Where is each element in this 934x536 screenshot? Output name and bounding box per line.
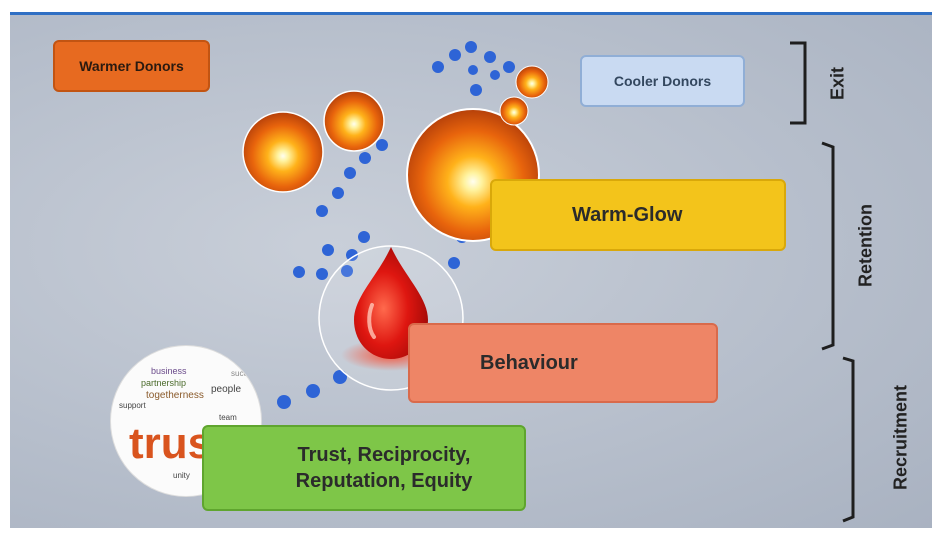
word-cloud-icon: business partnership togetherness suppor… bbox=[110, 345, 262, 497]
behaviour-box: Behaviour bbox=[408, 323, 718, 403]
cooler-donors-box: Cooler Donors bbox=[580, 55, 745, 107]
trust-line-1: Trust, Reciprocity, bbox=[297, 444, 471, 466]
warmer-donors-label: Warmer Donors bbox=[79, 58, 184, 74]
word-cloud-word: team bbox=[219, 413, 237, 422]
word-cloud-word: unity bbox=[173, 471, 190, 480]
word-cloud-word: support bbox=[119, 401, 146, 410]
warm-glow-box: Warm-Glow bbox=[490, 179, 786, 251]
stage-exit-label: Exit bbox=[827, 67, 848, 101]
word-cloud-word: togetherness bbox=[146, 390, 204, 401]
word-cloud-word: partnership bbox=[141, 378, 186, 388]
warmer-donors-box: Warmer Donors bbox=[53, 40, 210, 92]
trust-line-2: Reputation, Equity bbox=[295, 470, 473, 492]
slide: business partnership togetherness suppor… bbox=[10, 12, 932, 528]
bracket-icon bbox=[790, 41, 855, 523]
trust-box: Trust, Reciprocity, Reputation, Equity bbox=[202, 425, 526, 511]
word-cloud-word: people bbox=[211, 384, 241, 395]
stage-recruitment-label: Recruitment bbox=[890, 384, 911, 491]
dotted-path-icon bbox=[277, 41, 515, 409]
cooler-donors-label: Cooler Donors bbox=[613, 73, 712, 89]
behaviour-label: Behaviour bbox=[480, 351, 578, 374]
word-cloud-word: business bbox=[151, 366, 187, 376]
warm-glow-label: Warm-Glow bbox=[572, 203, 683, 226]
stage-retention-label: Retention bbox=[855, 204, 876, 287]
